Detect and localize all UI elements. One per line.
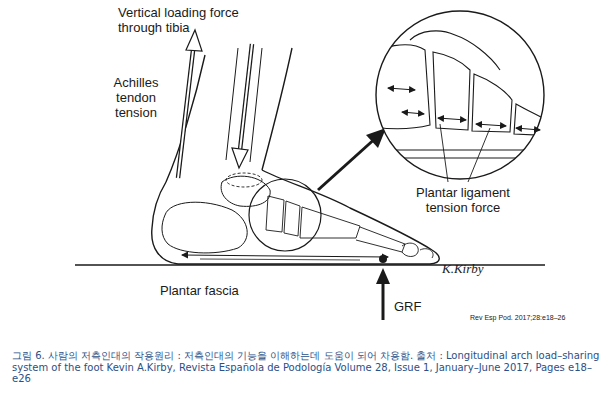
ligament-label: Plantar ligament tension force bbox=[398, 186, 528, 216]
force-label: GRF bbox=[394, 300, 454, 315]
figure-caption: 그림 6. 사람의 저측인대의 작용원리 : 저측인대의 기능을 이해하는데 도… bbox=[12, 350, 604, 385]
fascia-label: Plantar fascia bbox=[160, 284, 270, 299]
tension-label: Achilles tendon tension bbox=[104, 76, 168, 121]
force-label: Vertical loading force through tibia bbox=[118, 6, 268, 36]
signature: K.Kirby bbox=[442, 262, 522, 277]
citation-note: Rev Esp Pod. 2017;28:e18–26 bbox=[470, 314, 610, 322]
